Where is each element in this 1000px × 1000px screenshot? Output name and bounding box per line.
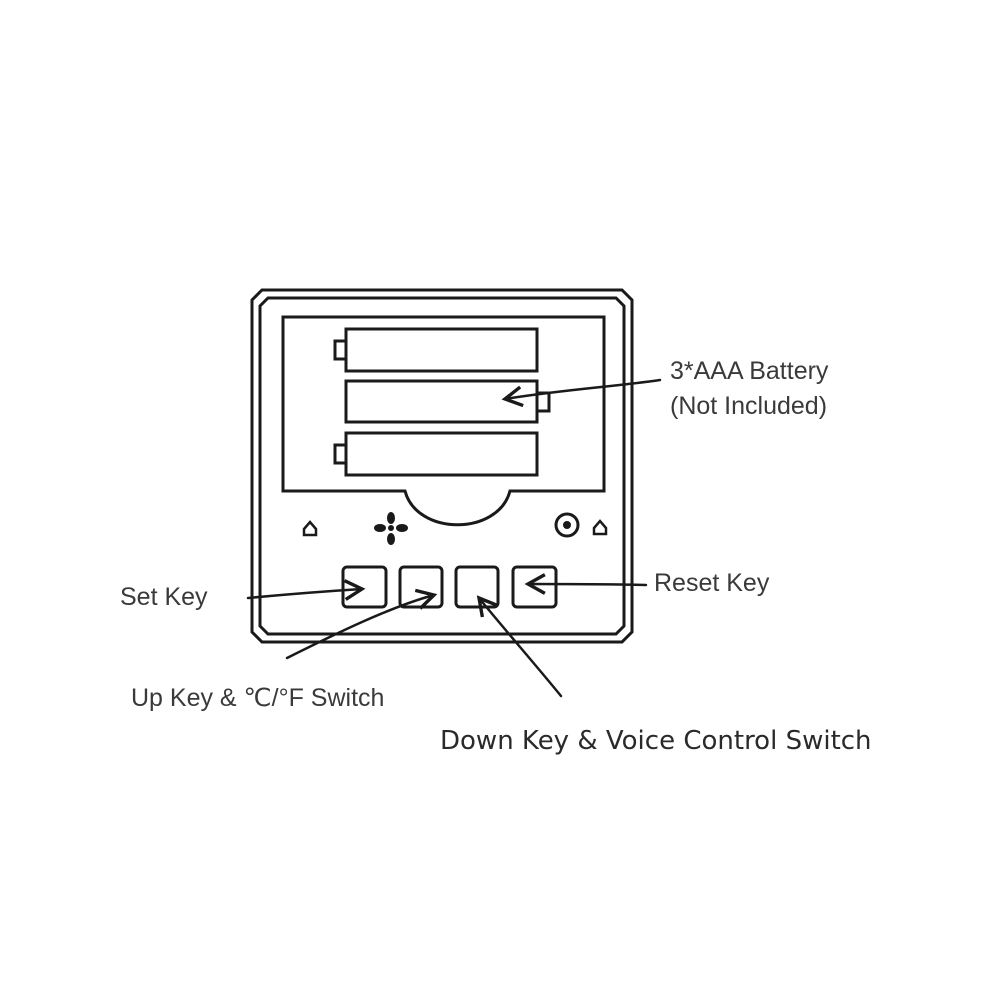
fan-icon bbox=[374, 512, 408, 545]
battery-note-label: (Not Included) bbox=[670, 392, 828, 420]
battery-compartment bbox=[281, 315, 606, 527]
set-key-callout-arrow bbox=[246, 579, 366, 601]
device-housing bbox=[250, 288, 634, 644]
battery-callout-arrow bbox=[501, 378, 662, 408]
down-key-callout-arrow bbox=[476, 595, 563, 698]
battery-2 bbox=[344, 379, 551, 424]
down-key-label: Down Key & Voice Control Switch bbox=[440, 726, 872, 756]
set-key-label: Set Key bbox=[120, 583, 208, 611]
battery-3 bbox=[333, 431, 539, 477]
battery-label: 3*AAA Battery bbox=[670, 357, 829, 385]
up-key-button[interactable] bbox=[398, 565, 444, 609]
reset-key-button[interactable] bbox=[511, 565, 558, 609]
reset-key-label: Reset Key bbox=[654, 569, 770, 597]
set-key-button[interactable] bbox=[341, 565, 388, 609]
reset-key-callout-arrow bbox=[524, 573, 648, 595]
up-key-label: Up Key & ℃/°F Switch bbox=[131, 684, 385, 712]
down-key-button[interactable] bbox=[454, 565, 500, 609]
light-icon bbox=[554, 512, 580, 538]
left-indicator-icon bbox=[302, 520, 318, 537]
up-key-callout-arrow bbox=[285, 588, 438, 660]
battery-1 bbox=[333, 327, 539, 373]
right-indicator-icon bbox=[592, 519, 608, 536]
